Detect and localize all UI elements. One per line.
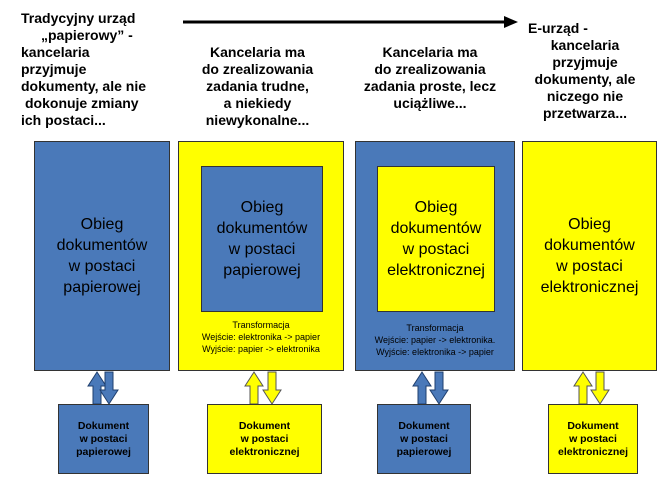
arrow-down-icon — [590, 371, 610, 405]
header-simple-tasks: Kancelaria ma do zrealizowania zadania p… — [363, 44, 497, 111]
arrow-up-icon — [412, 371, 432, 405]
panel-electronic-circulation-transform: Obieg dokumentów w postaci elektroniczne… — [355, 141, 515, 371]
inner-panel-electronic: Obieg dokumentów w postaci elektroniczne… — [377, 166, 495, 312]
header-difficult-tasks: Kancelaria ma do zrealizowania zadania t… — [201, 44, 314, 128]
panel-label: Obieg dokumentów w postaci elektroniczne… — [387, 199, 485, 279]
panel-label: Obieg dokumentów w postaci elektroniczne… — [540, 216, 639, 296]
arrow-down-icon — [262, 371, 282, 405]
document-label: Dokument w postaci elektronicznej — [557, 419, 629, 458]
transformation-note: Transformacja Wejście: elektronika -> pa… — [201, 320, 321, 354]
arrow-right-head-icon — [504, 16, 518, 28]
arrow-down-icon — [99, 371, 119, 405]
header-e-office: E-urząd - kancelaria przyjmuje dokumenty… — [528, 20, 636, 121]
document-electronic-box: Dokument w postaci elektronicznej — [207, 404, 322, 474]
document-label: Dokument w postaci papierowej — [76, 419, 131, 458]
document-paper-box: Dokument w postaci papierowej — [58, 404, 149, 474]
inner-panel-paper: Obieg dokumentów w postaci papierowej — [201, 166, 323, 312]
transformation-note: Transformacja Wejście: papier -> elektro… — [374, 323, 496, 357]
header-traditional-office: Tradycyjny urząd „papierowy” - kancelari… — [21, 10, 146, 128]
document-label: Dokument w postaci papierowej — [396, 419, 452, 458]
arrow-up-icon — [573, 371, 593, 405]
arrow-down-icon — [429, 371, 449, 405]
document-electronic-box: Dokument w postaci elektronicznej — [548, 404, 638, 474]
panel-label: Obieg dokumentów w postaci papierowej — [56, 216, 148, 296]
panel-paper-circulation-transform: Obieg dokumentów w postaci papierowej Tr… — [178, 141, 344, 371]
arrow-up-icon — [87, 371, 107, 405]
panel-label: Obieg dokumentów w postaci papierowej — [216, 199, 308, 279]
document-label: Dokument w postaci elektronicznej — [229, 419, 300, 458]
arrow-up-icon — [244, 371, 264, 405]
document-paper-box: Dokument w postaci papierowej — [377, 404, 471, 474]
panel-paper-circulation: Obieg dokumentów w postaci papierowej — [34, 141, 170, 371]
panel-electronic-circulation: Obieg dokumentów w postaci elektroniczne… — [522, 141, 657, 371]
